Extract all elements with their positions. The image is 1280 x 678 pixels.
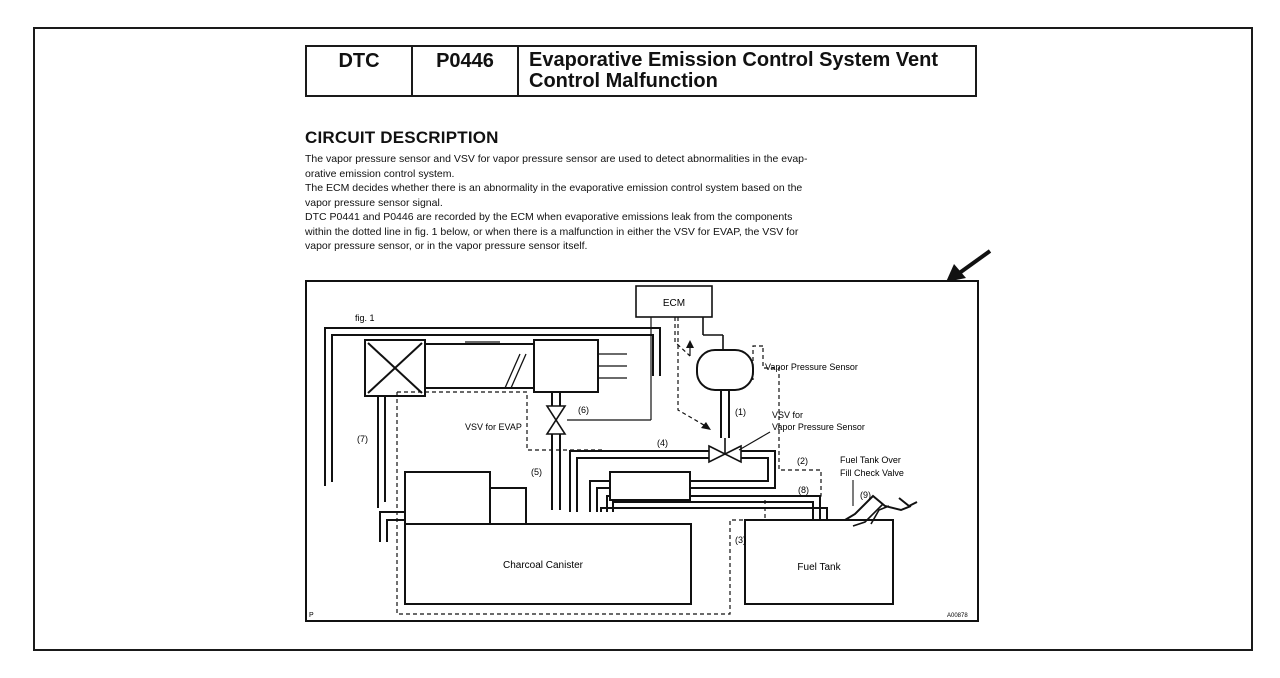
intake-manifold [533, 339, 599, 393]
label-5: (5) [531, 467, 542, 477]
fuel-tank-valve-label-1: Fuel Tank Over [840, 455, 901, 465]
vsv-vps-label-2: Vapor Pressure Sensor [772, 422, 865, 432]
figure-code: A00878 [947, 613, 968, 619]
ecm-box [635, 285, 713, 318]
vsv-evap-valve [545, 405, 567, 422]
dtc-title-line-2: Control Malfunction [529, 70, 718, 92]
ecm-label: ECM [663, 298, 685, 309]
paragraph-line: DTC P0441 and P0446 are recorded by the … [305, 211, 793, 223]
label-4: (4) [657, 438, 668, 448]
paragraph-line: orative emission control system. [305, 167, 455, 180]
circuit-description: The vapor pressure sensor and VSV for va… [305, 152, 980, 254]
corner-p: P [309, 612, 314, 619]
dtc-code: P0446 [413, 47, 519, 95]
label-9: (9) [860, 490, 871, 500]
evap-system-diagram: ECM fig. 1 (7) (6) VSV for EVAP (5) Vapo… [305, 280, 979, 622]
charcoal-canister-label: Charcoal Canister [503, 560, 584, 571]
vsv-vps-valve [708, 444, 727, 464]
canister-upper-left [404, 471, 491, 525]
dotted-boundary [396, 346, 822, 615]
fig-label: fig. 1 [355, 313, 375, 323]
vsv-vps-label-1: VSV for [772, 410, 803, 420]
page-frame [33, 27, 1253, 651]
paragraph-line: vapor pressure sensor signal. [305, 196, 443, 209]
label-7: (7) [357, 434, 368, 444]
label-1: (1) [735, 407, 746, 417]
vapor-pressure-sensor [696, 349, 754, 391]
fuel-tank-valve-label-2: Fill Check Valve [840, 468, 904, 478]
vps-label: Vapor Pressure Sensor [765, 362, 858, 372]
paragraph-line: The vapor pressure sensor and VSV for va… [305, 153, 808, 165]
canister-upper-right [609, 471, 691, 501]
vsv-evap-label: VSV for EVAP [465, 422, 522, 432]
paragraph-line: vapor pressure sensor, or in the vapor p… [305, 240, 588, 252]
dtc-header: DTC P0446 Evaporative Emission Control S… [305, 45, 977, 97]
label-8: (8) [798, 485, 809, 495]
section-title: CIRCUIT DESCRIPTION [305, 128, 499, 147]
fuel-tank [744, 519, 894, 605]
paragraph-line: The ECM decides whether there is an abno… [305, 182, 803, 194]
label-6: (6) [578, 405, 589, 415]
fuel-tank-label: Fuel Tank [797, 562, 841, 573]
dtc-label: DTC [307, 47, 413, 95]
charcoal-canister [404, 523, 692, 605]
label-2: (2) [797, 456, 808, 466]
paragraph-line: within the dotted line in fig. 1 below, … [305, 225, 799, 238]
label-3: (3) [735, 535, 746, 545]
dtc-title: Evaporative Emission Control System Vent… [519, 47, 975, 95]
pointer-arrow-icon [946, 249, 992, 282]
dtc-title-line-1: Evaporative Emission Control System Vent [529, 49, 939, 71]
